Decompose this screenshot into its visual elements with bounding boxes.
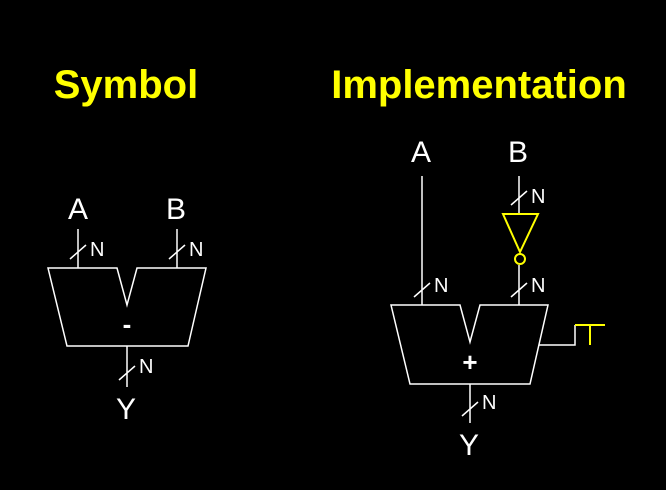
symbol-bus-slash-a bbox=[69, 244, 87, 260]
symbol-bus-label-b: N bbox=[189, 239, 203, 261]
symbol-label-a: A bbox=[68, 193, 88, 226]
inverter-triangle bbox=[501, 213, 540, 255]
symbol-diagram bbox=[47, 229, 207, 387]
impl-bus-label-b-top: N bbox=[531, 186, 545, 208]
symbol-bus-slash-y bbox=[118, 365, 136, 381]
impl-bus-slash-b-top bbox=[510, 190, 528, 206]
impl-bus-label-a: N bbox=[434, 275, 448, 297]
implementation-title: Implementation bbox=[331, 63, 627, 107]
inverter-gate bbox=[501, 213, 540, 265]
symbol-label-b: B bbox=[166, 193, 186, 226]
impl-label-b: B bbox=[508, 136, 528, 169]
impl-bus-slash-b-bottom bbox=[510, 282, 528, 298]
symbol-operator: - bbox=[123, 309, 132, 339]
impl-bus-slash-a bbox=[413, 282, 431, 298]
symbol-bus-label-a: N bbox=[90, 239, 104, 261]
impl-label-a: A bbox=[411, 136, 431, 169]
impl-bus-label-y: N bbox=[482, 392, 496, 414]
symbol-title: Symbol bbox=[54, 63, 198, 107]
tie-high-symbol bbox=[575, 324, 605, 345]
impl-operator: + bbox=[462, 347, 477, 377]
impl-carry-in-wire bbox=[539, 325, 576, 346]
symbol-bus-slash-b bbox=[168, 244, 186, 260]
implementation-diagram bbox=[390, 176, 576, 423]
symbol-label-y: Y bbox=[116, 393, 136, 426]
inverter-bubble bbox=[514, 253, 526, 265]
impl-bus-label-b-bottom: N bbox=[531, 275, 545, 297]
impl-label-y: Y bbox=[459, 429, 479, 462]
impl-bus-slash-y bbox=[461, 401, 479, 417]
subtractor-block bbox=[47, 267, 207, 347]
adder-block bbox=[390, 304, 549, 385]
symbol-bus-label-y: N bbox=[139, 356, 153, 378]
